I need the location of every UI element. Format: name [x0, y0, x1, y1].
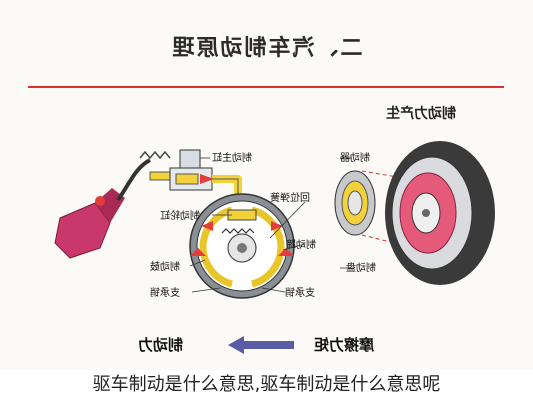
legend-braking-force: 制动力: [138, 336, 183, 354]
label-support-pin-left: 支承销: [150, 286, 180, 299]
title-divider: [28, 86, 504, 88]
legend: 制动力 摩擦力矩: [138, 336, 374, 354]
label-brake-shoe: 制动蹄: [286, 238, 316, 251]
foot-shape: [54, 188, 125, 259]
left-arrow-icon: [228, 336, 244, 354]
disc-brake-caliper: [334, 170, 376, 236]
drum-brake: [189, 193, 295, 299]
image-caption: 驱车制动是什么意思,驱车制动是什么意思呢: [0, 370, 533, 400]
label-wheel-cylinder: 制动轮缸: [160, 209, 200, 222]
legend-arrow-shaft: [244, 341, 294, 349]
wheel-disc: [385, 141, 495, 285]
leader-lines: [189, 157, 354, 293]
label-brake-caliper: 制动器: [340, 151, 370, 164]
label-master-cylinder: 制动主缸: [212, 151, 252, 164]
pedal-spring: [139, 150, 171, 160]
label-support-pin-right: 支承销: [285, 286, 315, 299]
label-return-spring: 回位弹簧: [270, 191, 310, 204]
brake-diagram: 制动力产生: [54, 105, 495, 354]
master-cylinder: [169, 149, 214, 191]
brake-pedal: [95, 158, 152, 206]
legend-friction-torque: 摩擦力矩: [314, 336, 374, 354]
slide-title: 二、汽车制动原理: [170, 36, 363, 61]
section-title: 制动力产生: [386, 105, 456, 122]
diagram-slide: 二、汽车制动原理 制动力产生: [28, 36, 504, 354]
label-brake-drum: 制动鼓: [150, 260, 180, 273]
label-brake-disc: 制动盘: [346, 261, 376, 274]
